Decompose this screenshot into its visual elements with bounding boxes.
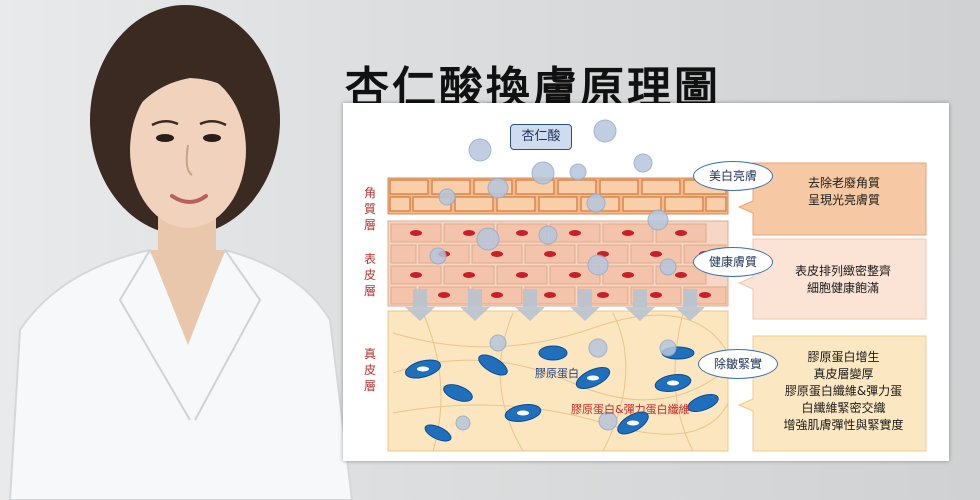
molecule-label: 杏仁酸: [510, 124, 572, 150]
effect-oval-healthy: 健康膚質: [693, 247, 773, 277]
effect-oval-whitening: 美白亮膚: [693, 161, 773, 191]
diagram-card: 杏仁酸 角質層 表皮層 真皮層 美白亮膚 健康膚質 除皺緊實 去除老廢角質呈現光…: [343, 103, 949, 461]
effect-oval-firming: 除皺緊實: [698, 349, 778, 379]
layer-label-corneum: 角質層: [363, 186, 376, 232]
collagen-elastin-label: 膠原蛋白&彈力蛋白纖維: [571, 403, 690, 416]
callout-box-1: [737, 162, 927, 236]
callout-text-2: 表皮排列緻密整齊細胞健康飽滿: [794, 264, 891, 295]
skin-diagram: [387, 119, 927, 452]
callout-text-1: 去除老廢角質呈現光亮膚質: [807, 176, 880, 207]
collagen-label: 膠原蛋白: [535, 367, 579, 380]
callout-text-3: 膠原蛋白增生真皮層變厚膠原蛋白纖維&彈力蛋白纖維緊密交織增強肌膚彈性與緊實度: [783, 350, 904, 432]
layer-label-epidermis: 表皮層: [363, 252, 376, 298]
callout-box-2: [737, 238, 927, 320]
callout-box-3: [737, 335, 927, 452]
doctor-portrait: [8, 5, 354, 500]
layer-label-dermis: 真皮層: [363, 347, 376, 393]
